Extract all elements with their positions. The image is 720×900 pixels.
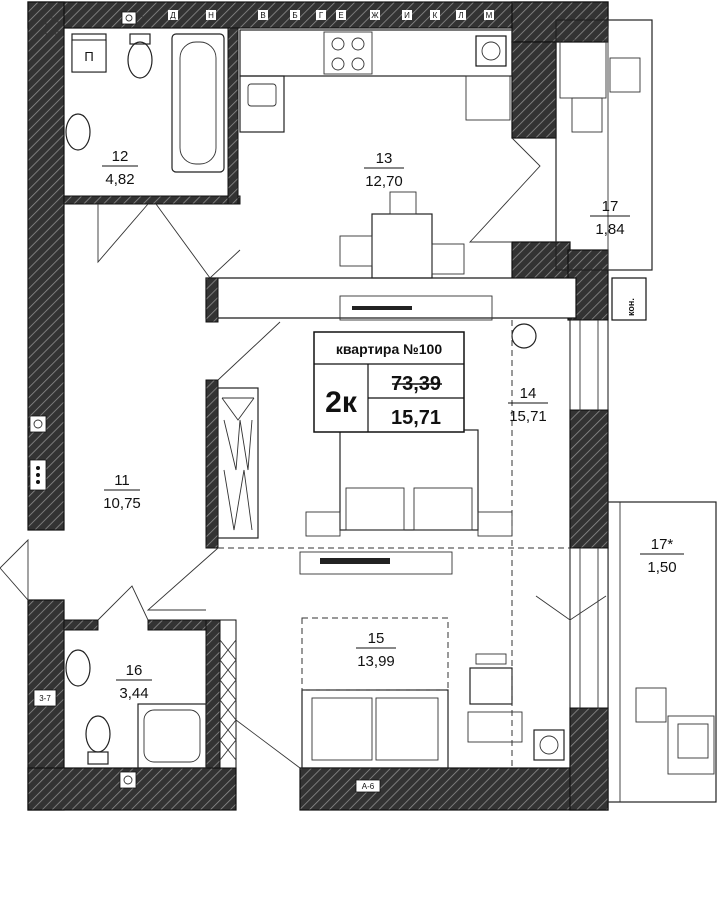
apartment-label: квартира №100 [336, 341, 442, 357]
room-16-area: 3,44 [119, 685, 148, 702]
living-area: 15,71 [391, 407, 441, 429]
kitchen-fixtures [239, 29, 513, 279]
axis-e-label: Е [338, 11, 343, 20]
room-15-area: 13,99 [357, 653, 395, 670]
axis-d-label: Д [170, 11, 176, 20]
room-15-number: 15 [368, 630, 385, 647]
axis-zh-label: Ж [371, 11, 379, 20]
room-12-number: 12 [112, 148, 129, 165]
axis-i-label: И [404, 11, 410, 20]
room-16-number: 16 [126, 662, 143, 679]
axis-l-label: Л [458, 11, 463, 20]
rooms-badge: 2к [325, 386, 358, 419]
axis-n-label: Н [208, 11, 214, 20]
room-17-number: 17 [602, 198, 619, 215]
room-11-area: 10,75 [103, 495, 141, 512]
kon-box [611, 277, 647, 321]
room-14-area: 15,71 [509, 408, 547, 425]
balcony-17 [555, 19, 653, 271]
p-mark-label: П [84, 49, 93, 64]
apartment-info-box: квартира №100 2к 73,39 15,71 [313, 331, 465, 433]
axis-v-label: В [260, 11, 265, 20]
axis-g-label: Г [319, 11, 324, 20]
room-14-number: 14 [520, 385, 537, 402]
axis-k-label: К [433, 11, 438, 20]
bathroom16-fixtures [65, 619, 237, 769]
room-labels: 11 10,75 12 4,82 13 12,70 14 15,71 15 13… [102, 148, 684, 702]
small-marks: кон. 3-7 А-6 П Д Е Ж В Б Г И К Л М Н [29, 10, 636, 793]
room-17star-area: 1,50 [647, 559, 676, 576]
axis-m-label: М [486, 11, 493, 20]
room-12-area: 4,82 [105, 171, 134, 188]
room-13-area: 12,70 [365, 173, 403, 190]
room-11-number: 11 [114, 472, 130, 489]
walls [27, 1, 609, 811]
room-17-area: 1,84 [595, 221, 624, 238]
axis-b-label: Б [292, 11, 297, 20]
zones [218, 320, 570, 768]
p-mark-box [71, 39, 107, 73]
room-13-number: 13 [376, 150, 393, 167]
doors [0, 137, 607, 769]
bathroom-fixtures [45, 15, 225, 173]
room-17star-number: 17* [651, 536, 674, 553]
boiler-top-icon [475, 35, 507, 67]
axis-a6-label: А-6 [362, 782, 375, 791]
socket-icon [29, 415, 47, 433]
shaft-box [33, 689, 57, 707]
axis-a6-box [355, 779, 381, 793]
windows [569, 319, 609, 709]
kon-label: кон. [626, 298, 636, 316]
shaft-label: 3-7 [39, 694, 51, 703]
